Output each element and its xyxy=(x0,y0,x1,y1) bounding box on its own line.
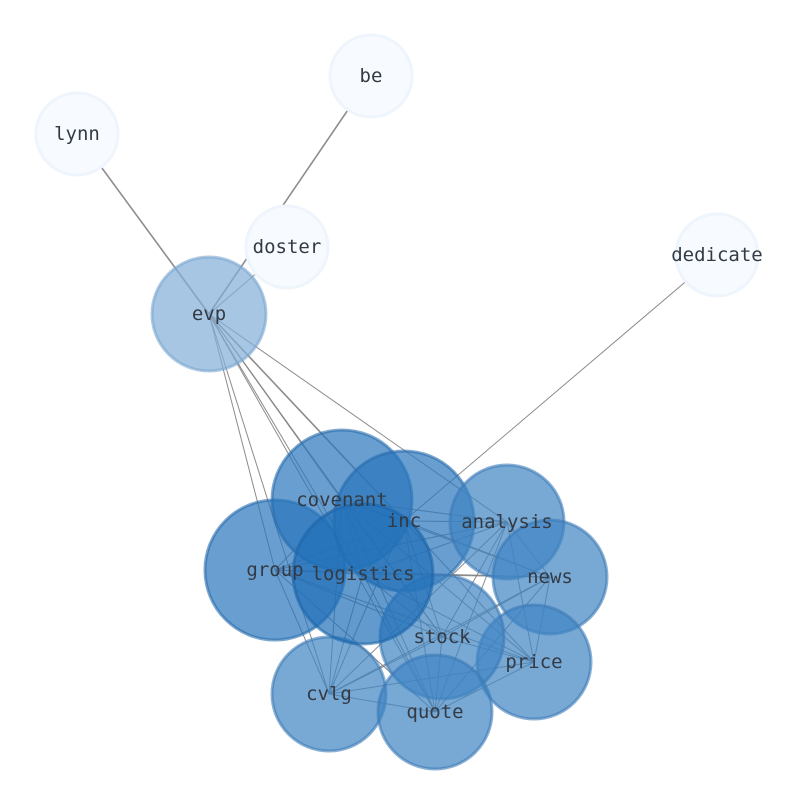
node-label-logistics: logistics xyxy=(312,563,415,585)
node-circle-dedicate xyxy=(674,212,760,298)
node-evp xyxy=(150,255,268,373)
node-label-inc: inc xyxy=(387,510,421,532)
node-circle-doster xyxy=(244,204,330,290)
node-label-doster: doster xyxy=(253,236,322,258)
node-be xyxy=(328,33,414,119)
node-dedicate xyxy=(674,212,760,298)
node-label-evp: evp xyxy=(192,303,226,325)
node-label-group: group xyxy=(246,559,303,581)
node-label-cvlg: cvlg xyxy=(306,683,352,705)
node-circle-lynn xyxy=(34,91,120,177)
node-label-analysis: analysis xyxy=(461,511,553,533)
node-label-news: news xyxy=(527,566,573,588)
node-logistics xyxy=(291,502,435,646)
node-quote xyxy=(376,653,494,771)
node-label-price: price xyxy=(505,651,562,673)
node-doster xyxy=(244,204,330,290)
node-label-quote: quote xyxy=(406,701,463,723)
node-circle-quote xyxy=(376,653,494,771)
node-label-stock: stock xyxy=(413,626,471,648)
node-label-covenant: covenant xyxy=(296,489,388,511)
node-label-lynn: lynn xyxy=(54,123,100,145)
node-lynn xyxy=(34,91,120,177)
node-label-dedicate: dedicate xyxy=(671,244,763,266)
node-label-be: be xyxy=(360,65,383,87)
node-circle-logistics xyxy=(291,502,435,646)
node-circle-evp xyxy=(150,255,268,373)
node-circle-be xyxy=(328,33,414,119)
